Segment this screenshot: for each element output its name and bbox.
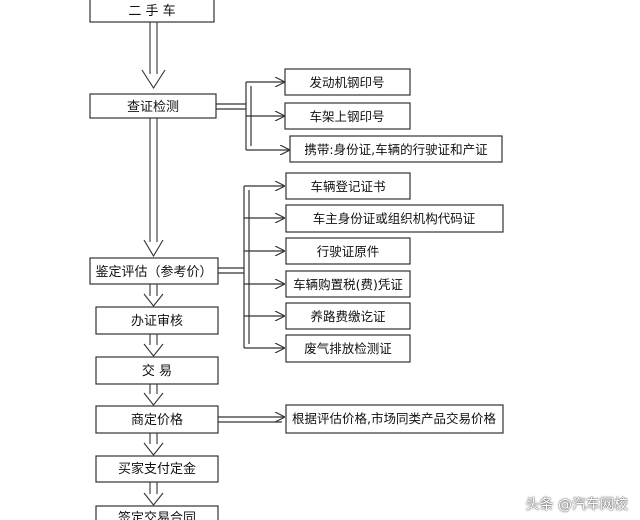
inspection-item-engine-stamp: 发动机钢印号 (284, 68, 411, 96)
main-connector-6 (143, 433, 164, 456)
inspection-item-frame-stamp: 车架上钢印号 (284, 102, 411, 130)
inspection-item-engine-stamp-label: 发动机钢印号 (309, 75, 384, 90)
main-connector-3 (143, 284, 164, 307)
price-item-basis: 根据评估价格,市场同类产品交易价格 (285, 404, 504, 434)
step-transaction: 交 易 (95, 356, 219, 385)
watermark: 头条 @汽车网校 (525, 497, 628, 513)
main-connector-7 (143, 482, 164, 506)
appraisal-item-emission-label: 废气排放检测证 (304, 341, 392, 356)
step-used-car-label: 二 手 车 (128, 3, 175, 19)
step-inspection-label: 查证检测 (127, 100, 179, 115)
appraisal-item-purchase-tax: 车辆购置税(费)凭证 (285, 270, 411, 298)
appraisal-item-emission: 废气排放检测证 (285, 334, 411, 363)
step-appraisal-label: 鉴定评估（参考价） (95, 264, 212, 280)
appraisal-branch-connectors (218, 186, 284, 348)
step-certificate-review-label: 办证审核 (131, 314, 183, 329)
appraisal-item-owner-id: 车主身份证或组织机构代码证 (285, 204, 504, 233)
price-item-basis-label: 根据评估价格,市场同类产品交易价格 (292, 411, 496, 426)
step-certificate-review: 办证审核 (95, 306, 219, 335)
step-contract-label: 签定交易合同 (118, 510, 196, 520)
inspection-item-documents-label: 携带:身份证,车辆的行驶证和产证 (304, 142, 488, 157)
step-appraisal: 鉴定评估（参考价） (89, 257, 219, 285)
step-deposit-label: 买家支付定金 (118, 461, 196, 477)
appraisal-item-registration-label: 车辆登记证书 (310, 179, 385, 194)
inspection-branch-connectors (216, 82, 289, 150)
appraisal-item-purchase-tax-label: 车辆购置税(费)凭证 (293, 277, 403, 292)
appraisal-item-road-fee-label: 养路费缴讫证 (310, 309, 386, 324)
inspection-item-documents: 携带:身份证,车辆的行驶证和产证 (289, 135, 503, 163)
main-connector-2 (143, 118, 164, 258)
main-connector-1 (141, 22, 166, 90)
step-contract: 签定交易合同 (95, 505, 219, 520)
price-branch-connector (218, 417, 284, 423)
appraisal-item-owner-id-label: 车主身份证或组织机构代码证 (313, 211, 476, 226)
appraisal-item-driving-license: 行驶证原件 (285, 237, 411, 265)
step-price-negotiation: 商定价格 (95, 405, 219, 434)
step-used-car: 二 手 车 (89, 0, 215, 23)
main-connector-5 (143, 384, 164, 406)
main-connector-4 (143, 334, 164, 357)
step-transaction-label: 交 易 (142, 363, 172, 379)
step-deposit: 买家支付定金 (95, 455, 219, 483)
appraisal-item-road-fee: 养路费缴讫证 (285, 302, 411, 330)
inspection-item-frame-stamp-label: 车架上钢印号 (309, 109, 384, 124)
appraisal-item-registration: 车辆登记证书 (285, 172, 411, 200)
step-price-negotiation-label: 商定价格 (131, 412, 183, 428)
appraisal-item-driving-license-label: 行驶证原件 (317, 244, 380, 259)
step-inspection: 查证检测 (89, 93, 217, 119)
